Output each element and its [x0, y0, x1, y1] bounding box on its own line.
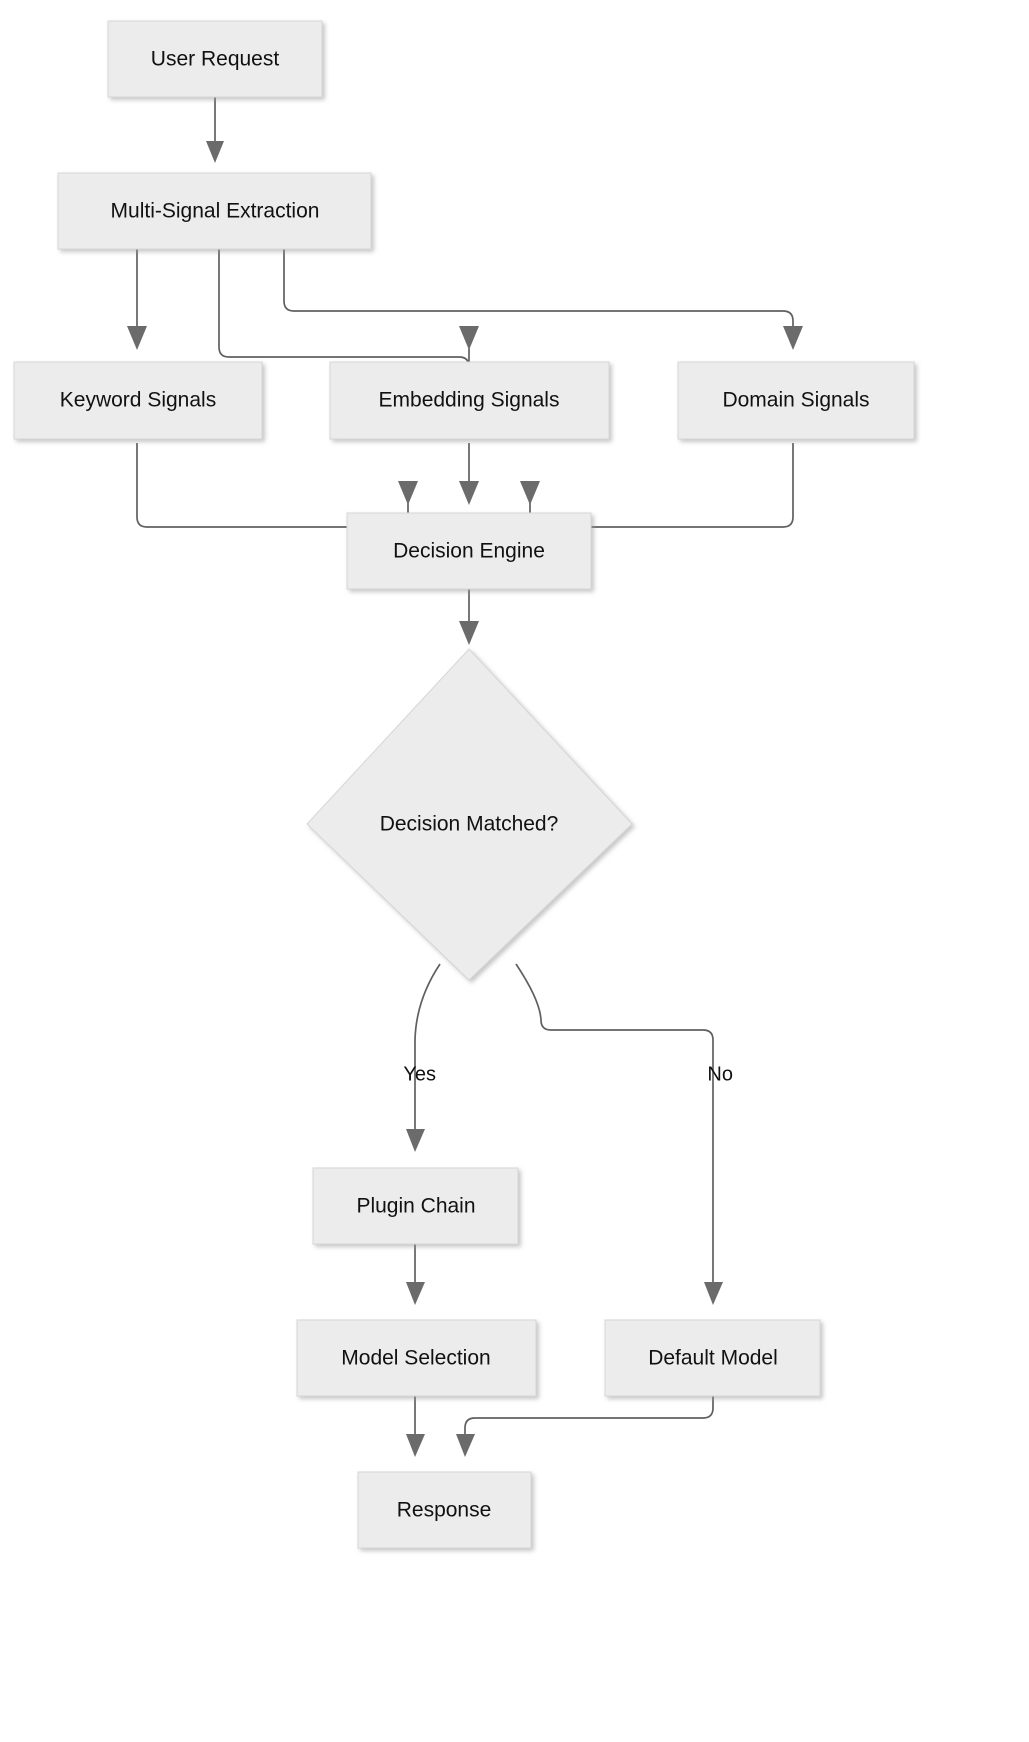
node-decision-engine-label: Decision Engine [393, 540, 545, 563]
node-domain-signals[interactable]: Domain Signals [677, 361, 915, 440]
edge-multi-signal-to-embedding [218, 249, 479, 368]
edge-decision-matched-to-plugin-chain [406, 963, 441, 1152]
node-decision-matched[interactable]: Decision Matched? [306, 648, 633, 981]
edge-multi-signal-to-domain [283, 249, 803, 350]
node-plugin-chain-label: Plugin Chain [356, 1195, 475, 1218]
node-multi-signal-extraction-label: Multi-Signal Extraction [111, 200, 320, 223]
node-keyword-signals[interactable]: Keyword Signals [13, 361, 263, 440]
edge-decision-engine-to-decision-matched [459, 588, 479, 645]
node-decision-engine[interactable]: Decision Engine [346, 512, 592, 590]
node-user-request-label: User Request [151, 48, 280, 71]
node-model-selection-label: Model Selection [341, 1347, 490, 1370]
node-keyword-signals-label: Keyword Signals [60, 389, 216, 412]
node-default-model[interactable]: Default Model [604, 1319, 821, 1397]
node-multi-signal-extraction[interactable]: Multi-Signal Extraction [57, 172, 372, 250]
node-model-selection[interactable]: Model Selection [296, 1319, 537, 1397]
edge-model-selection-to-response [406, 1395, 425, 1457]
edge-layer: Yes No [127, 97, 803, 1457]
node-decision-matched-label: Decision Matched? [380, 813, 559, 836]
edge-label-yes: Yes [403, 1063, 436, 1085]
node-response-label: Response [397, 1499, 492, 1522]
edge-multi-signal-to-keyword [127, 249, 147, 350]
edge-default-model-to-response [456, 1395, 714, 1457]
node-layer: User Request Multi-Signal Extraction Key… [13, 20, 915, 1549]
node-response[interactable]: Response [357, 1471, 532, 1549]
node-domain-signals-label: Domain Signals [722, 389, 869, 412]
edge-user-request-to-multi-signal [206, 97, 224, 163]
node-embedding-signals[interactable]: Embedding Signals [329, 361, 610, 440]
edge-decision-matched-to-default-model [515, 963, 723, 1305]
node-embedding-signals-label: Embedding Signals [379, 389, 560, 412]
edge-embedding-to-decision-engine [459, 443, 479, 505]
edge-label-no: No [707, 1063, 733, 1085]
node-plugin-chain[interactable]: Plugin Chain [312, 1167, 519, 1245]
node-default-model-label: Default Model [648, 1347, 778, 1370]
edge-plugin-chain-to-model-selection [406, 1243, 425, 1305]
node-user-request[interactable]: User Request [107, 20, 323, 98]
